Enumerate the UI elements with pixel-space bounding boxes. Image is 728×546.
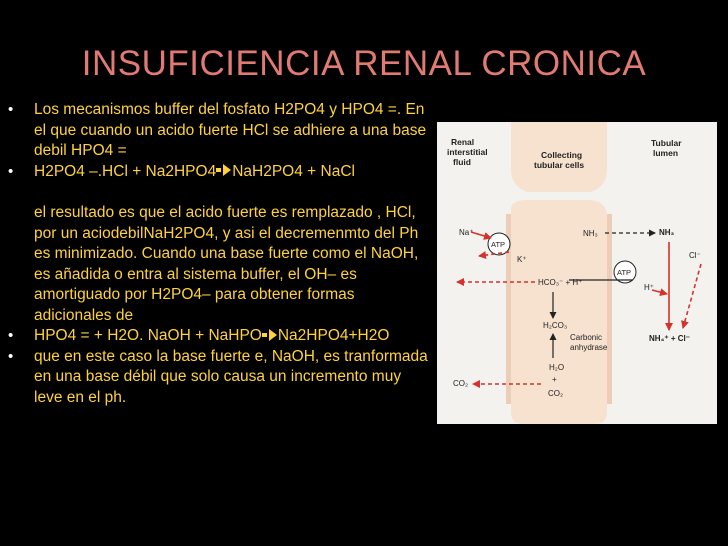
atp-pumps: ATP ATP: [487, 232, 637, 284]
right-arrow-icon: [261, 332, 267, 337]
collecting-label: Collecting: [541, 150, 582, 160]
nh3-lumen-label: NH₃: [659, 228, 675, 237]
bullet-4: • que en este caso la base fuerte e, NaO…: [8, 347, 428, 409]
bullet-dot: •: [8, 162, 14, 180]
bullet-3-text-after: Na2HPO4+H2O: [277, 327, 390, 344]
atp-pump-apical: [613, 260, 637, 284]
cl-label: Cl⁻: [689, 251, 701, 260]
bullet-1-text: Los mecanismos buffer del fosfato H2PO4 …: [34, 101, 427, 159]
bullet-4-text: que en este caso la base fuerte e, NaOH,…: [34, 347, 428, 406]
k-label: K⁺: [517, 255, 527, 264]
renal-tubule-diagram: Renal interstitial fluid Collecting tubu…: [437, 122, 717, 424]
right-arrow-head-icon: [268, 328, 277, 341]
anhydrase-label: anhydrase: [570, 343, 608, 352]
co2-left-label: CO₂: [453, 379, 468, 388]
paragraph-text: el resultado es que el acido fuerte es r…: [34, 204, 419, 324]
bullet-3: • HPO4 = + H2O. NaOH + NaHPO Na2HPO4+H2O: [8, 326, 428, 347]
black-arrows: [549, 229, 656, 358]
paragraph-continuation: el resultado es que el acido fuerte es r…: [8, 203, 428, 326]
upper-cell: [511, 122, 607, 192]
bullet-2: • H2PO4 –.HCl + Na2HPO4 NaH2PO4 + NaCl: [8, 162, 428, 183]
right-arrow-icon: [216, 168, 222, 173]
collecting-cell: [511, 200, 607, 424]
apical-membrane: [607, 214, 612, 404]
bullet-list: • Los mecanismos buffer del fosfato H2PO…: [8, 100, 428, 408]
lumen-label: lumen: [653, 148, 678, 158]
nh3-cell-label: NH₃: [583, 229, 598, 238]
bullet-dot: •: [8, 347, 14, 365]
hco3-label: HCO₃⁻ + H⁺: [538, 278, 582, 287]
plus-label: +: [552, 375, 557, 384]
bullet-1: • Los mecanismos buffer del fosfato H2PO…: [8, 100, 428, 162]
basolateral-membrane: [506, 214, 511, 404]
species-labels: Na⁺ K⁺ NH₃ NH₃ Cl⁻ HCO₃⁻ + H⁺ H⁺ H₂CO₃ C…: [453, 228, 701, 398]
red-arrows: [456, 231, 702, 388]
co2-cell-label: CO₂: [548, 389, 563, 398]
h-lumen-label: H⁺: [644, 283, 654, 292]
tubular-cells-label: tubular cells: [534, 160, 584, 170]
atp-label-1: ATP: [491, 240, 505, 249]
region-labels: Renal interstitial fluid Collecting tubu…: [447, 137, 682, 170]
bullet-dot: •: [8, 327, 14, 344]
fluid-label: fluid: [453, 157, 471, 167]
atp-label-2: ATP: [617, 268, 631, 277]
bullet-3-text-before: HPO4 = + H2O. NaOH + NaHPO: [34, 327, 262, 344]
nh4-label: NH₄⁺ + Cl⁻: [649, 334, 690, 343]
renal-label: Renal: [451, 137, 474, 147]
bullet-dot: •: [8, 101, 14, 118]
bullet-2-text-after: NaH2PO4 + NaCl: [232, 162, 355, 180]
atp-pump-basolateral: [487, 232, 511, 256]
h2o-label: H₂O: [549, 363, 564, 372]
interstitial-label: interstitial: [447, 147, 488, 157]
slide-title: INSUFICIENCIA RENAL CRONICA: [81, 44, 647, 83]
right-arrow-head-icon: [223, 164, 232, 177]
carbonic-label: Carbonic: [570, 333, 602, 342]
bullet-2-text-before: H2PO4 –.HCl + Na2HPO4: [34, 162, 217, 180]
tubular-label: Tubular: [651, 138, 682, 148]
na-label: Na⁺: [459, 228, 473, 237]
h2co3-label: H₂CO₃: [543, 321, 567, 330]
spacer: [8, 182, 428, 203]
